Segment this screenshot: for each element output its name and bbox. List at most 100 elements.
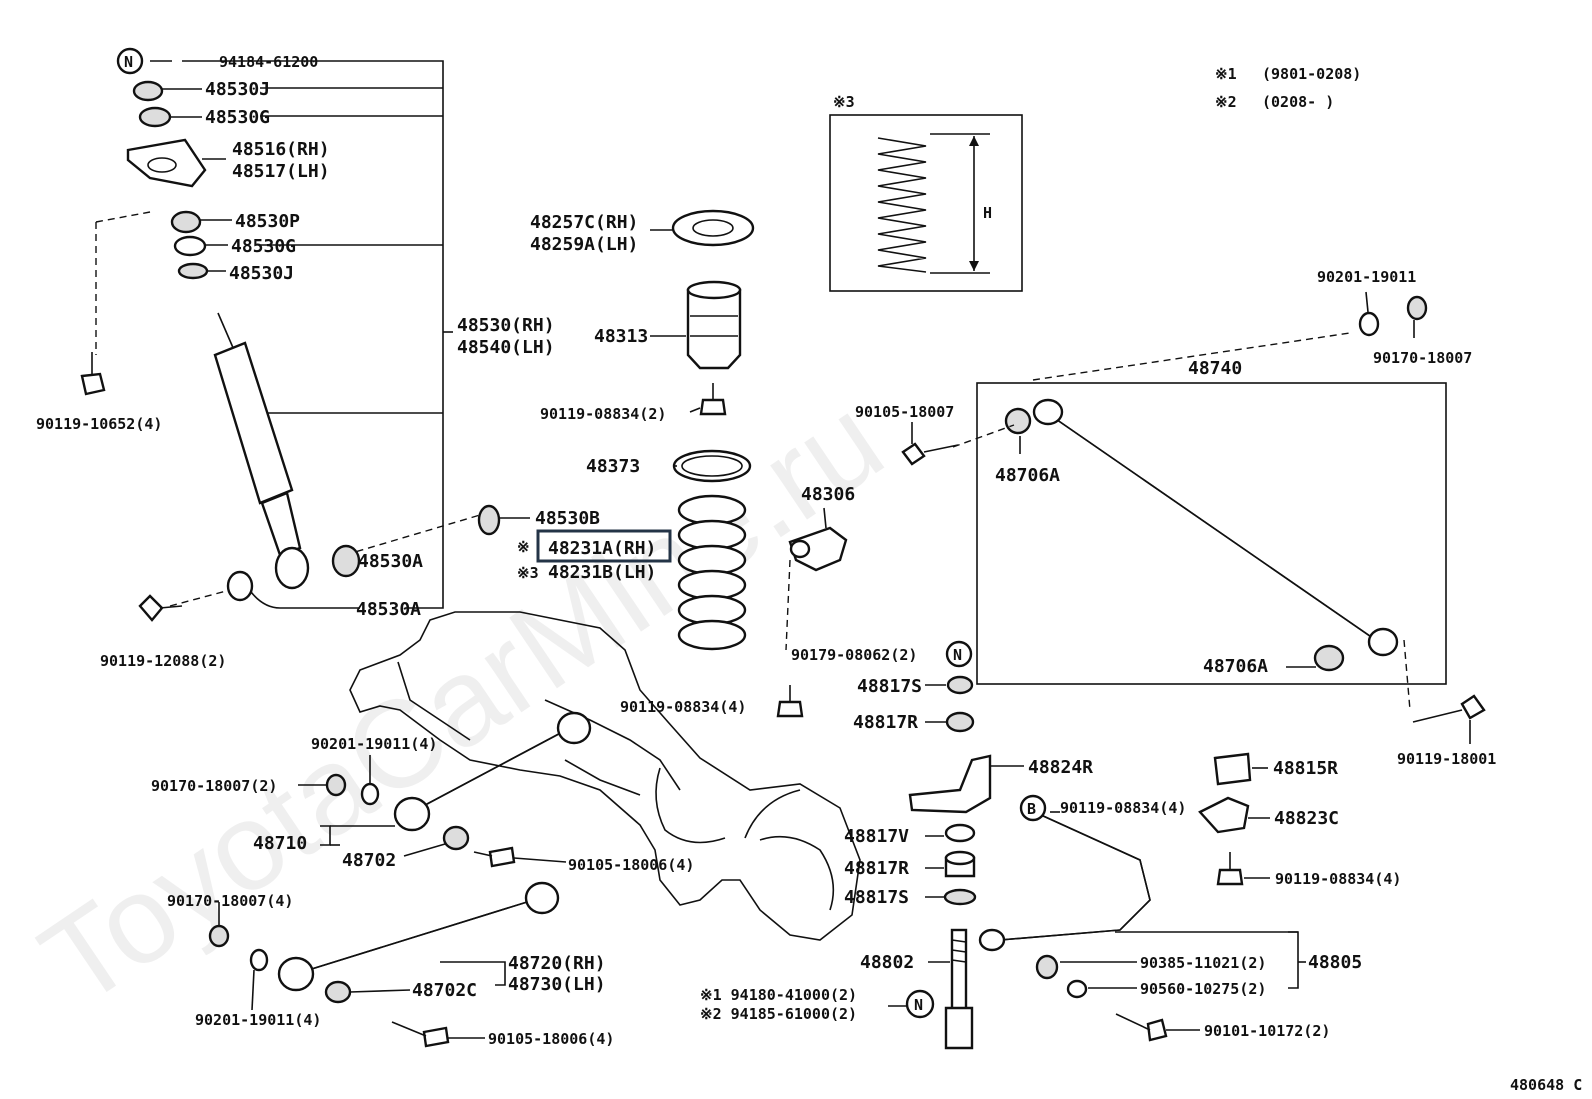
label-48373: 48373 xyxy=(586,456,640,477)
legend-range-2: (0208- ) xyxy=(1262,93,1334,111)
bushing-48706a-bot-icon xyxy=(1313,644,1345,672)
label-90201-19011-b: 90201-19011(4) xyxy=(195,1011,321,1029)
label-90119-12088: 90119-12088(2) xyxy=(100,652,226,670)
washer-90170-18007-b-icon xyxy=(208,924,230,948)
inset-dimension-h: H xyxy=(983,204,992,222)
bushing-48530j-mid-icon xyxy=(177,262,209,280)
label-48231a[interactable]: 48231A(RH) xyxy=(548,538,656,559)
label-90105-18006-a: 90105-18006(4) xyxy=(568,856,694,874)
label-48720: 48720(RH) xyxy=(508,953,606,974)
label-90105-18006-b: 90105-18006(4) xyxy=(488,1030,614,1048)
upper-arm-labels: 90201-19011(4) 90170-18007(2) 48710 4870… xyxy=(151,735,694,874)
label-48805: 48805 xyxy=(1308,952,1362,973)
stopper-48817r-top-icon xyxy=(945,711,975,733)
washer-90170-18007-a-icon xyxy=(325,773,347,797)
lateral-rod-labels: 90201-19011 90170-18007 48740 90105-1800… xyxy=(855,268,1496,768)
washer-90170-18007-icon xyxy=(1406,295,1428,321)
label-48706a-bot: 48706A xyxy=(1203,656,1268,677)
label-48540: 48540(LH) xyxy=(457,337,555,358)
label-90119-10652: 90119-10652(4) xyxy=(36,415,162,433)
label-90119-08834-d: 90119-08834(4) xyxy=(1275,870,1401,888)
bushing-48706a-top-icon xyxy=(1004,407,1032,435)
label-48517: 48517(LH) xyxy=(232,161,330,182)
label-48313: 48313 xyxy=(594,326,648,347)
spring-labels: 48257C(RH) 48259A(LH) 48313 90119-08834(… xyxy=(517,212,672,583)
nut-90201-19011-b-icon xyxy=(249,948,269,972)
label-90179-08062: 90179-08062(2) xyxy=(791,646,917,664)
label-48802: 48802 xyxy=(860,952,914,973)
selected-part-highlight[interactable] xyxy=(536,529,672,563)
bushing-48530j-top-icon xyxy=(132,80,164,102)
label-48702c: 48702C xyxy=(412,980,477,1001)
label-48817r-top: 48817R xyxy=(853,712,918,733)
inset-label: ※3 xyxy=(833,93,855,111)
nut-90201-19011-icon xyxy=(1358,311,1380,337)
inset-spring-icon xyxy=(877,137,927,273)
legend-range-1: (9801-0208) xyxy=(1262,65,1361,83)
mark-48231b: ※3 xyxy=(517,564,539,582)
bushing-90385-11021-icon xyxy=(1035,954,1059,980)
shock-absorber-48530-icon xyxy=(213,341,294,505)
callout-n-bot-text: N xyxy=(914,996,923,1014)
nut-90560-10275-icon xyxy=(1066,979,1088,999)
label-48259a: 48259A(LH) xyxy=(530,234,638,255)
callout-n-bot xyxy=(905,989,935,1019)
stabilizer-group: B N xyxy=(888,752,1306,1050)
label-48516: 48516(RH) xyxy=(232,139,330,160)
label-48530a-low: 48530A xyxy=(356,599,421,620)
lower-arm-labels: 90170-18007(4) 48720(RH) 48730(LH) 48702… xyxy=(167,892,614,1048)
bolt-90101-10172-icon xyxy=(1146,1018,1168,1042)
watermark-text: ToyotaCarMine.ru xyxy=(18,371,906,1033)
inset-frame xyxy=(829,114,1023,292)
label-48823c: 48823C xyxy=(1274,808,1339,829)
label-94185-61000: ※2 94185-61000(2) xyxy=(700,1005,857,1023)
bolt-90105-18006-b-icon xyxy=(422,1026,450,1048)
mark-48231a: ※ xyxy=(517,538,530,556)
cushion-48817s-low-icon xyxy=(943,888,977,906)
lower-arm-group xyxy=(208,881,560,1048)
label-90170-18007-b: 90170-18007(4) xyxy=(167,892,293,910)
bushing-48530b-icon xyxy=(477,504,501,536)
figure-code: 480648 C xyxy=(1510,1076,1582,1094)
label-90119-08834-b: 90119-08834(4) xyxy=(620,698,746,716)
label-48815r: 48815R xyxy=(1273,758,1338,779)
label-90170-18007-top: 90170-18007 xyxy=(1373,349,1472,367)
callout-n-top-text: N xyxy=(124,53,133,71)
label-48530: 48530(RH) xyxy=(457,315,555,336)
label-90201-19011-a: 90201-19011(4) xyxy=(311,735,437,753)
shock-labels: 94184-61200 48530J 48530G 48516(RH) 4851… xyxy=(36,53,555,670)
label-48530p: 48530P xyxy=(235,211,300,232)
label-90385-11021: 90385-11021(2) xyxy=(1140,954,1266,972)
upper-arm-group xyxy=(298,711,592,868)
bracket-48306-labels: 48306 90179-08062(2) 48817S 48817R 90119… xyxy=(620,484,922,733)
bolt-90119-18001-icon xyxy=(1460,694,1486,720)
bushing-48530g-top-icon xyxy=(138,106,172,128)
label-48257c: 48257C(RH) xyxy=(530,212,638,233)
bumper-48313-icon xyxy=(686,288,742,370)
label-90119-08834-c: 90119-08834(4) xyxy=(1060,799,1186,817)
label-48530b: 48530B xyxy=(535,508,600,529)
label-90170-18007-a: 90170-18007(2) xyxy=(151,777,277,795)
stabilizer-bar-48805-icon xyxy=(999,809,1151,941)
label-90560-10275: 90560-10275(2) xyxy=(1140,980,1266,998)
bracket-48306-icon xyxy=(788,526,848,572)
shock-parts: N xyxy=(80,47,501,622)
bolt-90105-18007-icon xyxy=(901,442,926,466)
callout-b-stab xyxy=(1019,794,1047,822)
bushing-48702-icon xyxy=(442,825,470,851)
label-48530g-mid: 48530G xyxy=(231,236,296,257)
label-94180-41000: ※1 94180-41000(2) xyxy=(700,986,857,1004)
label-90119-18001: 90119-18001 xyxy=(1397,750,1496,768)
lateral-rod-frame xyxy=(976,382,1447,685)
bushing-48702c-icon xyxy=(324,980,352,1004)
bracket-48306-group: N xyxy=(776,507,975,733)
coil-spring-48231a-icon xyxy=(677,494,747,651)
bracket-48516-icon xyxy=(126,138,207,188)
bushing-48530p-icon xyxy=(170,210,202,234)
callout-b-stab-text: B xyxy=(1027,800,1036,818)
label-48817v: 48817V xyxy=(844,826,909,847)
shock-rod-icon xyxy=(217,312,235,351)
label-48706a-top: 48706A xyxy=(995,465,1060,486)
bushing-48530g-mid-icon xyxy=(173,235,207,257)
